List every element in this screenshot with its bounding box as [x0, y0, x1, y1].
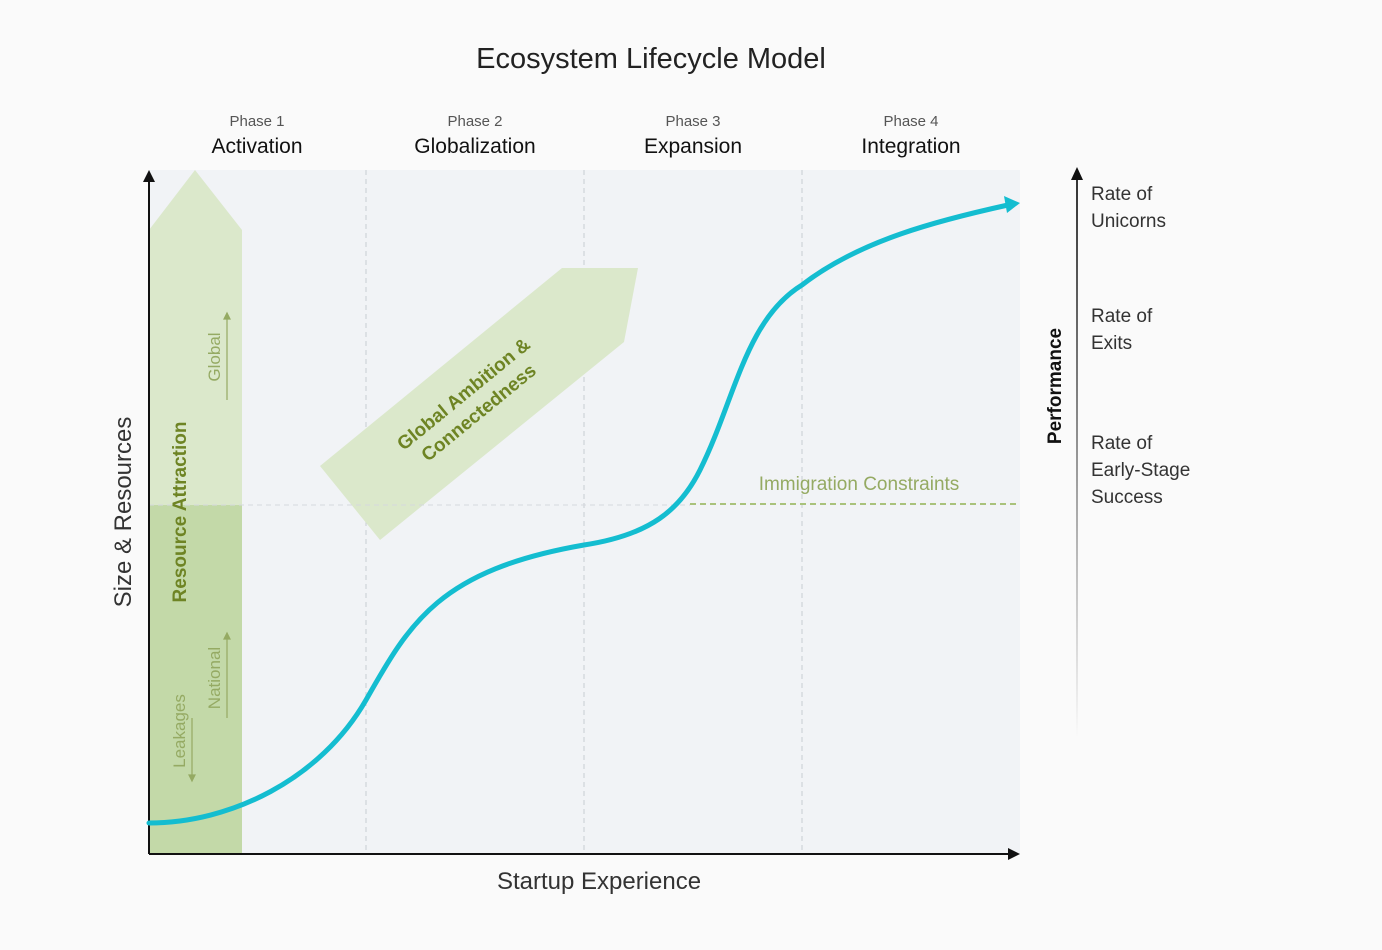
phase-1-name: Activation [211, 135, 302, 158]
axes [143, 170, 1020, 860]
level-early-stage-line-2: Early-Stage [1091, 460, 1190, 481]
global-arrow-head [223, 311, 231, 320]
resource-arrow-upper [149, 170, 242, 505]
performance-axis-arrowhead [1071, 167, 1083, 180]
phase-2-name: Globalization [414, 135, 535, 158]
phase-headers: Phase 1 Activation Phase 2 Globalization… [211, 113, 960, 158]
global-label: Global [205, 332, 224, 381]
phase-4-number: Phase 4 [883, 113, 938, 130]
x-axis-arrowhead [1008, 848, 1020, 860]
phase-3-number: Phase 3 [665, 113, 720, 130]
resource-arrow-lower [149, 505, 242, 854]
lifecycle-curve [146, 202, 1011, 826]
national-arrow-head [223, 631, 231, 640]
performance-levels: Rate of Unicorns Rate of Exits Rate of E… [1091, 184, 1190, 508]
phase-2-number: Phase 2 [447, 113, 502, 130]
performance-axis [1071, 167, 1083, 738]
level-unicorns-line-2: Unicorns [1091, 211, 1166, 232]
level-early-stage-line-1: Rate of [1091, 433, 1153, 454]
performance-axis-line [1076, 178, 1078, 738]
global-ambition-arrow [320, 268, 638, 540]
y-axis-label: Size & Resources [110, 417, 137, 608]
x-axis-label: Startup Experience [497, 868, 701, 895]
diagram-title: Ecosystem Lifecycle Model [476, 43, 826, 75]
resource-attraction-arrow [149, 170, 242, 854]
curve-arrowhead [1004, 196, 1020, 213]
phase-4-name: Integration [861, 135, 960, 158]
phase-3-name: Expansion [644, 135, 742, 158]
level-exits-line-2: Exits [1091, 333, 1132, 354]
level-early-stage-line-3: Success [1091, 487, 1163, 508]
level-exits-line-1: Rate of [1091, 306, 1153, 327]
resource-attraction-label: Resource Attraction [170, 422, 191, 603]
leakages-arrow-head [188, 774, 196, 783]
national-label: National [205, 647, 224, 709]
small-arrows [188, 311, 231, 783]
immigration-constraints-label: Immigration Constraints [759, 474, 960, 495]
performance-label: Performance [1045, 328, 1066, 444]
y-axis-arrowhead [143, 170, 155, 182]
leakages-label: Leakages [170, 694, 189, 768]
phase-1-number: Phase 1 [229, 113, 284, 130]
level-unicorns-line-1: Rate of [1091, 184, 1153, 205]
